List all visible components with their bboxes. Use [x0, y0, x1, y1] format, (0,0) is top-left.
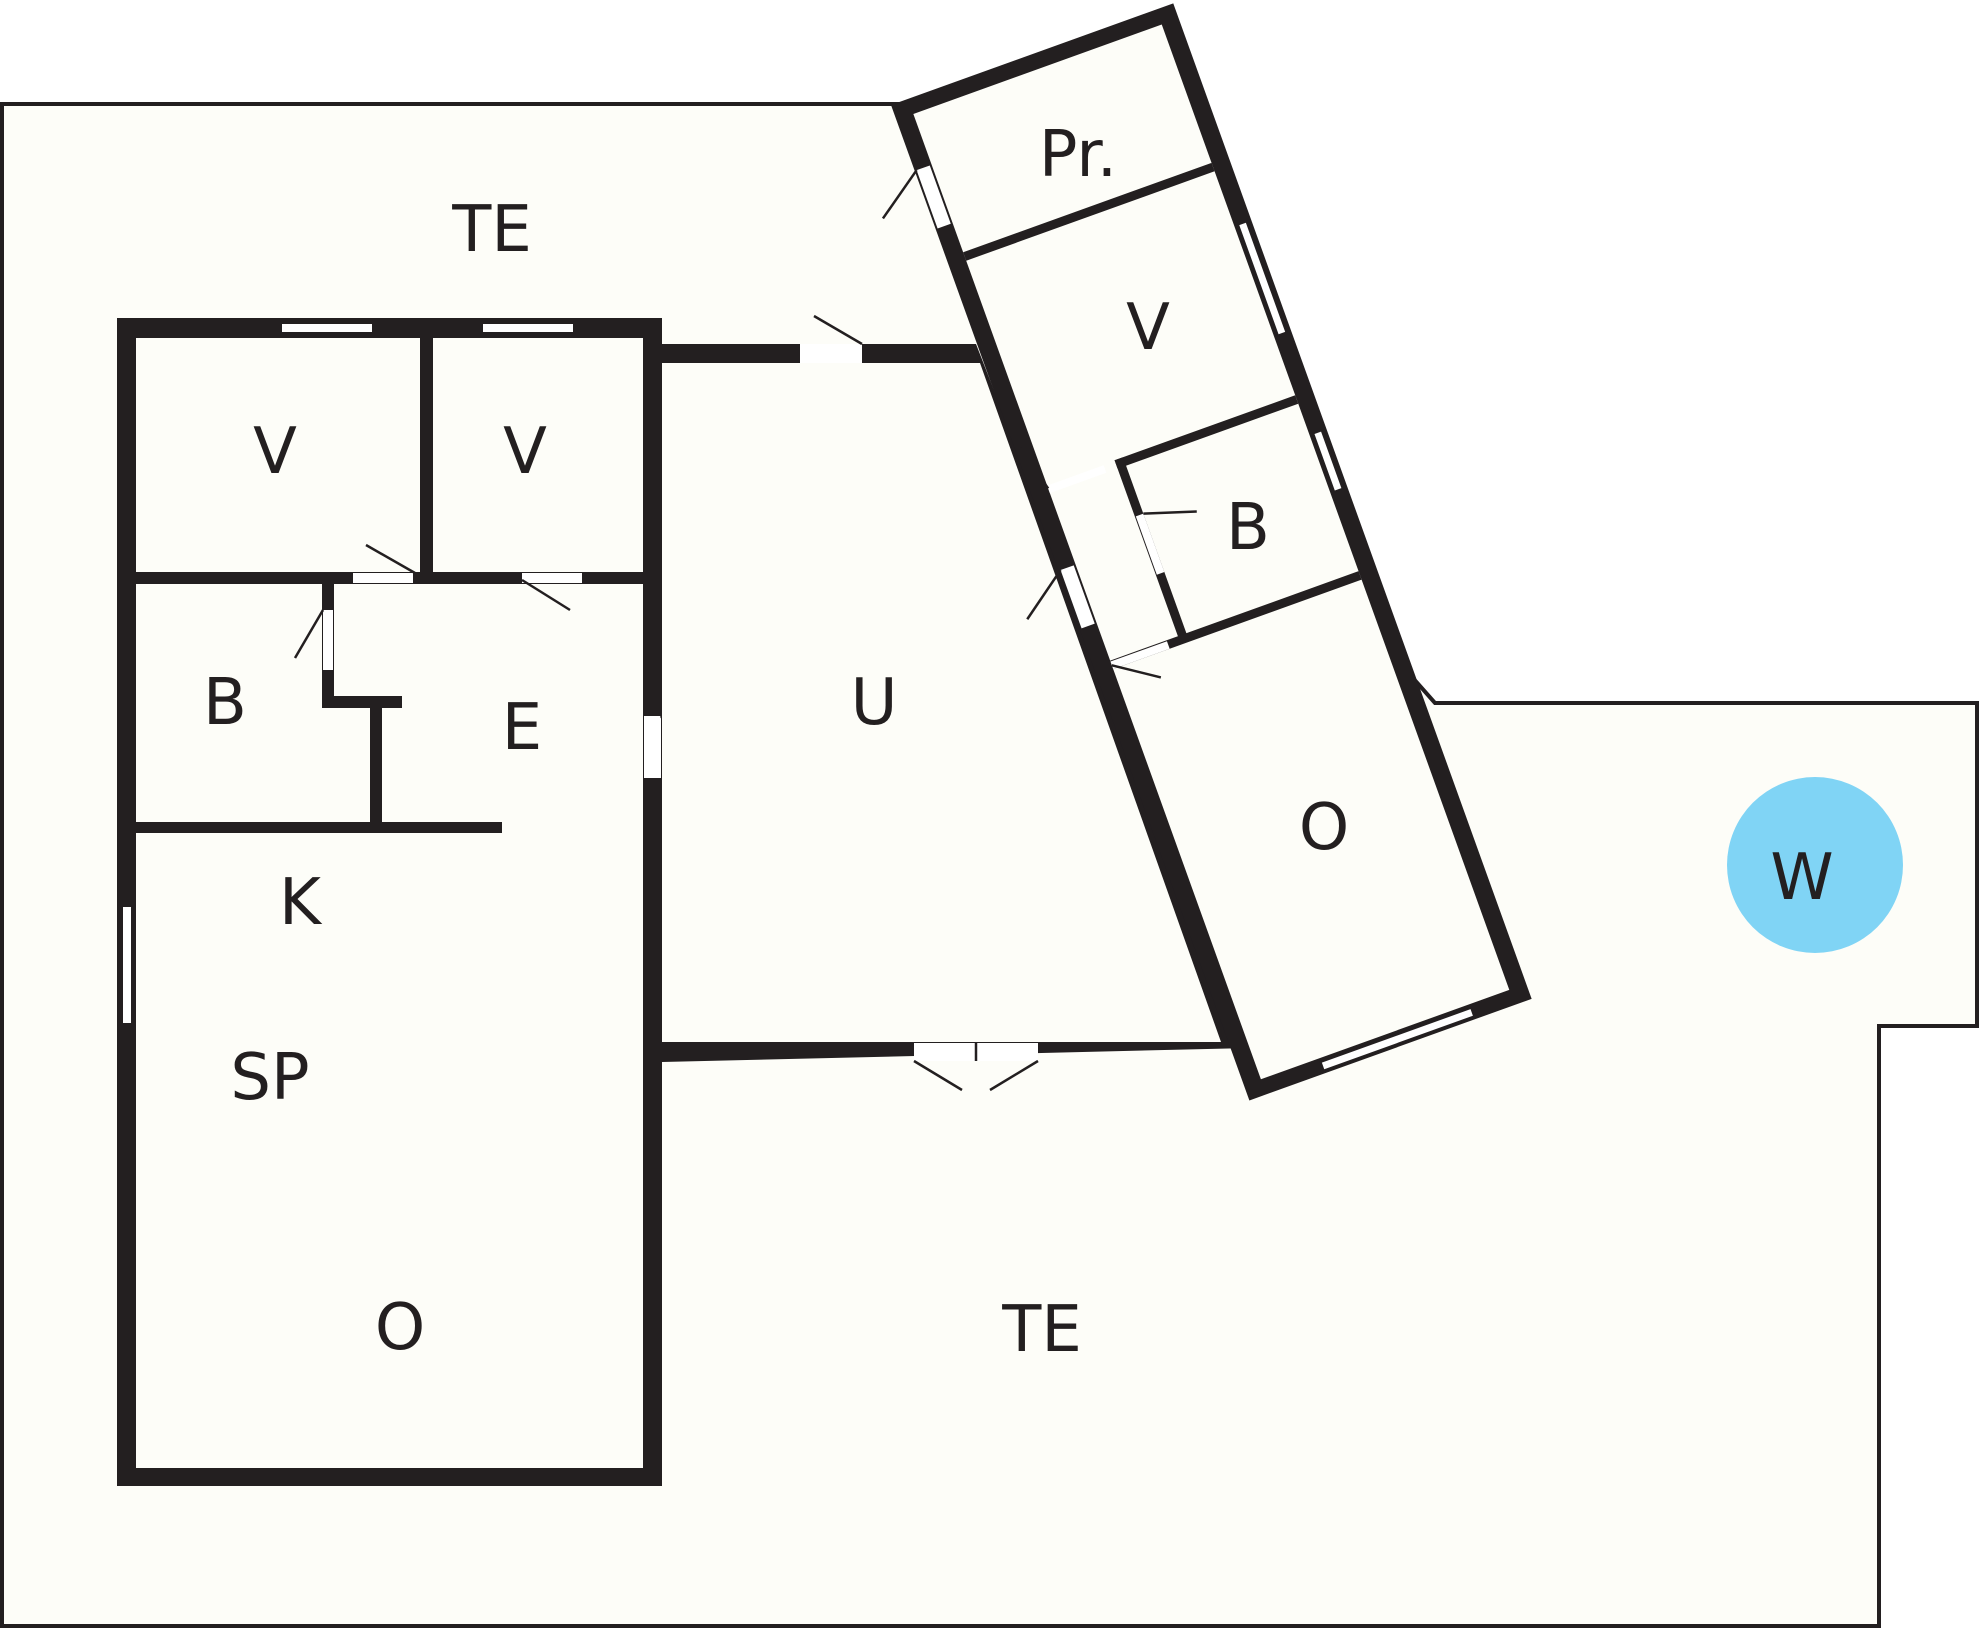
- door-swing-hall-north: [1018, 446, 1050, 490]
- door-swing-hall: [1026, 569, 1062, 620]
- label-whirlpool: W: [1770, 841, 1833, 915]
- door-gap-utility-north: [800, 344, 862, 363]
- wall-bathroom-stub: [322, 696, 402, 708]
- east-wing-floor: [913, 24, 1510, 1080]
- door-swing-hall-south: [1111, 664, 1162, 679]
- label-living-west: O: [375, 1291, 425, 1365]
- door-gap-bath-east: [1135, 513, 1165, 575]
- label-bedroom-2: V: [503, 415, 547, 489]
- door-swing-utility-north: [813, 314, 863, 346]
- wall-porch-south: [963, 162, 1215, 261]
- door-gap-porch: [916, 165, 951, 229]
- label-bathroom-west: B: [203, 666, 247, 740]
- label-bedroom-1: V: [253, 415, 297, 489]
- door-gap-hall-south: [1110, 641, 1170, 670]
- label-terrace-north: TE: [451, 193, 532, 267]
- label-entrance: E: [502, 691, 542, 765]
- whirlpool-icon: [1727, 777, 1903, 953]
- door-swing-porch: [881, 169, 918, 220]
- window-living-east: [1319, 1006, 1476, 1072]
- door-swing-utility-south-right: [989, 1059, 1039, 1092]
- door-gap-hall-north: [1047, 465, 1107, 494]
- door-swing-bedroom-1: [365, 543, 416, 575]
- utility-floor: [662, 363, 1221, 1042]
- wall-bedrooms-divider: [420, 338, 433, 584]
- window-bedroom-east: [1236, 220, 1288, 337]
- door-gap-hall: [1060, 565, 1095, 629]
- label-living-east: O: [1299, 791, 1349, 865]
- door-gap-bedroom-1: [353, 573, 413, 583]
- window-bedroom-2: [481, 322, 575, 334]
- wall-bath-east-south: [1110, 571, 1362, 670]
- label-porch: Pr.: [1039, 118, 1117, 192]
- door-gap-utility-west: [644, 716, 661, 778]
- door-swing-bedroom-2: [521, 578, 571, 612]
- label-kitchen: K: [279, 866, 323, 940]
- label-bathroom-east: B: [1226, 491, 1270, 565]
- label-dining: SP: [230, 1041, 309, 1115]
- window-kitchen: [121, 905, 133, 1025]
- window-bath-east: [1311, 429, 1344, 494]
- door-swing-bath-east: [1143, 510, 1197, 515]
- door-swing-bathroom: [293, 609, 325, 659]
- window-bedroom-1: [280, 322, 374, 334]
- door-gap-bathroom: [323, 610, 333, 670]
- east-wing: [881, 3, 1532, 1101]
- wall-kitchen-north-stub: [370, 696, 382, 826]
- west-wing-floor: [136, 338, 643, 1468]
- door-gap-bedroom-2: [522, 573, 582, 583]
- door-swing-utility-south-left: [913, 1059, 963, 1092]
- label-bedroom-east: V: [1126, 291, 1170, 365]
- wall-kitchen-north: [136, 822, 502, 833]
- label-utility: U: [851, 666, 898, 740]
- wall-bedroom-east-south: [1114, 395, 1299, 469]
- label-terrace-south: TE: [1001, 1293, 1082, 1367]
